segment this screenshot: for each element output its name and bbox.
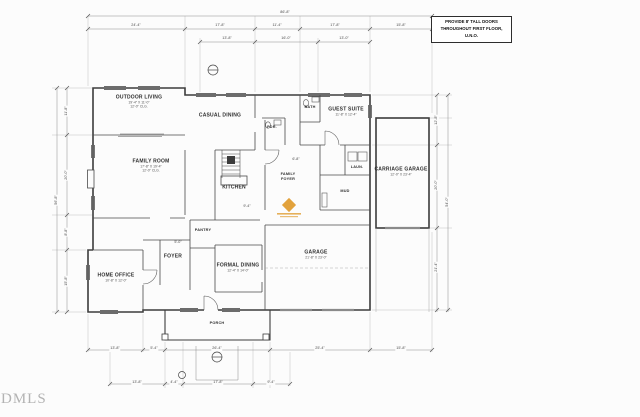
dim-label: 26'-4"	[211, 346, 223, 351]
room-size-guest-suite: 11'-8" X 12'-4"	[335, 112, 357, 117]
room-size-home-office: 10'-8" X 12'-0"	[105, 278, 127, 283]
note-line-2: THROUGHOUT FIRST FLOOR,	[440, 25, 503, 31]
dim-label: 5'-4"	[149, 346, 159, 351]
general-note-box: PROVIDE 8' TALL DOORS THROUGHOUT FIRST F…	[431, 16, 512, 43]
dim-label: 13'-8"	[109, 346, 121, 351]
dim-label: 11'-4"	[271, 23, 283, 28]
room-label-outdoor-living: OUTDOOR LIVING	[115, 94, 163, 101]
dim-label: 20'-0"	[434, 179, 439, 191]
dim-label: 13'-8"	[131, 380, 143, 385]
dim-label: 12'-8"	[434, 114, 439, 126]
room-label-bath: BATH	[304, 105, 316, 110]
room-label-formal-dining: FORMAL DINING	[216, 262, 260, 269]
dim-label: 6'-8"	[291, 157, 301, 162]
room-label-foyer: FOYER	[163, 253, 183, 260]
room-label-family-foyer: FAMILY	[280, 172, 296, 177]
room-label-powder: PDR.	[267, 125, 277, 130]
room-clg-outdoor-living: 12'-0" CLG.	[130, 104, 148, 109]
dim-label: 56'-8"	[54, 194, 59, 206]
dim-label: 16'-0"	[280, 36, 292, 41]
dim-label: 17'-8"	[329, 23, 341, 28]
dim-label: 20'-0"	[64, 169, 69, 181]
dim-label: 5'-0"	[173, 240, 183, 245]
dim-label: 13'-0"	[338, 36, 350, 41]
room-label-home-office: HOME OFFICE	[97, 272, 135, 279]
note-line-1: PROVIDE 8' TALL DOORS	[445, 19, 498, 24]
room-label-mud: MUD	[340, 189, 350, 194]
room-label-guest-suite: GUEST SUITE	[328, 106, 364, 113]
dim-label: 15'-8"	[64, 275, 69, 287]
room-label-pantry: PANTRY	[194, 228, 212, 233]
room-label-family-foyer: FOYER	[280, 177, 296, 182]
room-size-family-room: 17'-8" X 19'-4"	[140, 164, 162, 169]
dim-label: 86'-8"	[279, 10, 291, 15]
mls-watermark: DMLS	[1, 391, 47, 407]
dim-label: 17'-8"	[212, 380, 224, 385]
dim-label: 15'-8"	[395, 346, 407, 351]
dim-label: 9'-4"	[266, 380, 276, 385]
dim-label: 11'-8"	[64, 105, 69, 117]
room-clg-family-room: 12'-0" CLG.	[142, 168, 160, 173]
dim-label: 9'-4"	[242, 204, 252, 209]
room-size-carriage-garage: 12'-0" X 23'-4"	[390, 172, 412, 177]
room-label-carriage-garage: CARRIAGE GARAGE	[374, 166, 428, 173]
note-line-3: U.N.O.	[464, 32, 479, 38]
room-label-garage: GARAGE	[304, 249, 328, 256]
room-label-kitchen: KITCHEN	[222, 184, 246, 191]
dim-label: 54'-0"	[445, 196, 450, 208]
room-label-porch: PORCH	[209, 321, 225, 326]
room-label-family-room: FAMILY ROOM	[132, 158, 170, 165]
dim-label: 4'-4"	[169, 380, 179, 385]
dim-label: 15'-8"	[395, 23, 407, 28]
room-size-outdoor-living: 19'-4" X 11'-0"	[128, 100, 150, 105]
room-label-casual-dining: CASUAL DINING	[198, 112, 242, 119]
dim-label: 13'-8"	[221, 36, 233, 41]
dim-label: 24'-4"	[130, 23, 142, 28]
room-size-garage: 21'-8" X 23'-0"	[305, 255, 327, 260]
room-size-formal-dining: 12'-4" X 14'-0"	[227, 268, 249, 273]
dim-label: 25'-4"	[314, 346, 326, 351]
dim-label: 8'-8"	[64, 227, 69, 237]
room-label-laundry: LAUN.	[350, 165, 364, 170]
builder-logo-icon	[277, 197, 301, 218]
dim-label: 21'-4"	[434, 261, 439, 273]
dim-label: 17'-8"	[214, 23, 226, 28]
detail-marker-icons	[178, 64, 223, 379]
